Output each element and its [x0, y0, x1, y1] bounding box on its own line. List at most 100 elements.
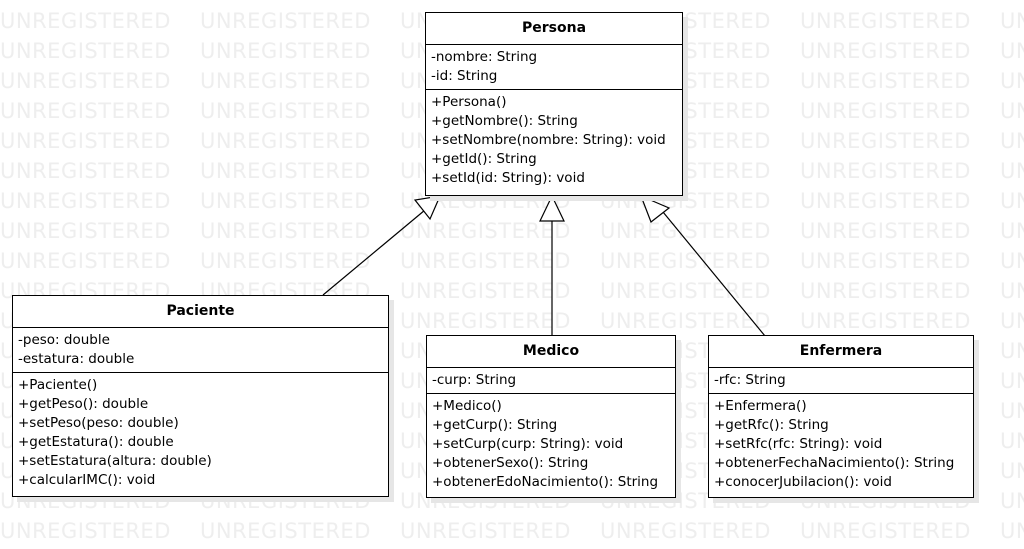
watermark-text: UNREGISTERED: [800, 9, 971, 33]
attributes-compartment: -nombre: String -id: String: [426, 45, 682, 90]
edge-medico-persona: [539, 194, 565, 336]
attribute-line: -nombre: String: [431, 49, 538, 65]
watermark-row: UNREGISTERED UNREGISTERED UNREGISTERED UNRE…: [0, 519, 1024, 543]
class-paciente[interactable]: Paciente -peso: double-estatura: double …: [12, 295, 389, 497]
attributes-compartment: -peso: double -estatura: double: [13, 328, 388, 373]
method-line: +obtenerFechaNacimiento(): String: [714, 455, 955, 471]
watermark-text: UNREGISTERED: [600, 249, 771, 273]
edge-enfermera-persona: [639, 194, 766, 337]
watermark-text: UNREGISTERED: [1000, 219, 1024, 243]
generalization-arrow: [639, 194, 671, 223]
class-name: Medico: [427, 336, 675, 368]
watermark-text: UNREGISTERED: [600, 279, 771, 303]
generalization-arrow: [413, 195, 441, 221]
watermark-text: UNREGISTERED: [800, 69, 971, 93]
methods-compartment: +Paciente() +getPeso(): double +setPeso(pe…: [13, 373, 388, 493]
watermark-text: UNREGISTERED: [200, 129, 371, 153]
watermark-text: UNREGISTERED: [1000, 69, 1024, 93]
watermark-text: UNREGISTERED: [1000, 309, 1024, 333]
watermark-text: UNREGISTERED: [0, 39, 171, 63]
watermark-text: UNREGISTERED: [400, 219, 571, 243]
watermark-text: UNREGISTERED: [400, 249, 571, 273]
class-enfermera[interactable]: Enfermera -rfc: String +Enfermera() +getR…: [708, 335, 974, 498]
attribute-line: -estatura: double: [18, 351, 135, 367]
watermark-text: UNREGISTERED: [800, 279, 971, 303]
watermark-text: UNREGISTERED: [600, 519, 771, 543]
watermark-row: UNREGISTERED UNREGISTERED UNREGISTERED UNRE…: [0, 249, 1024, 273]
attributes-compartment: -rfc: String: [709, 368, 973, 394]
watermark-text: UNREGISTERED: [600, 309, 771, 333]
watermark-text: UNREGISTERED: [1000, 429, 1024, 453]
watermark-row: UNREGISTERED UNREGISTERED UNREGISTERED UNRE…: [0, 279, 1024, 303]
attribute-line: -curp: String: [432, 372, 517, 388]
method-line: +getRfc(): String: [714, 417, 829, 433]
method-line: +Medico(): [432, 398, 502, 414]
watermark-text: UNREGISTERED: [1000, 39, 1024, 63]
watermark-text: UNREGISTERED: [1000, 9, 1024, 33]
method-line: +getCurp(): String: [432, 417, 558, 433]
class-name: Enfermera: [709, 336, 973, 368]
method-line: +getPeso(): double: [18, 396, 149, 412]
watermark-text: UNREGISTERED: [1000, 279, 1024, 303]
watermark-text: UNREGISTERED: [0, 249, 171, 273]
watermark-text: UNREGISTERED: [1000, 99, 1024, 123]
methods-compartment: +Persona()+getNombre(): String+setNombre…: [426, 90, 682, 191]
attribute-line: -rfc: String: [714, 372, 786, 388]
watermark-text: UNREGISTERED: [200, 9, 371, 33]
watermark-text: UNREGISTERED: [1000, 369, 1024, 393]
watermark-text: UNREGISTERED: [0, 9, 171, 33]
method-line: +calcularIMC(): void: [18, 472, 156, 488]
method-line: +Persona(): [431, 94, 507, 110]
method-line: +setPeso(peso: double): [18, 415, 179, 431]
watermark-text: UNREGISTERED: [400, 309, 571, 333]
method-line: +getNombre(): String: [431, 113, 578, 129]
watermark-text: UNREGISTERED: [0, 159, 171, 183]
watermark-text: UNREGISTERED: [800, 99, 971, 123]
watermark-text: UNREGISTERED: [200, 39, 371, 63]
watermark-text: UNREGISTERED: [1000, 489, 1024, 513]
method-line: +setEstatura(altura: double): [18, 453, 212, 469]
watermark-text: UNREGISTERED: [0, 129, 171, 153]
method-line: +setCurp(curp: String): void: [432, 436, 624, 452]
watermark-text: UNREGISTERED: [0, 219, 171, 243]
watermark-text: UNREGISTERED: [200, 69, 371, 93]
watermark-text: UNREGISTERED: [200, 519, 371, 543]
watermark-text: UNREGISTERED: [1000, 159, 1024, 183]
watermark-text: UNREGISTERED: [1000, 339, 1024, 363]
method-line: +obtenerEdoNacimiento(): String: [432, 474, 659, 490]
watermark-text: UNREGISTERED: [800, 159, 971, 183]
method-line: +getEstatura(): double: [18, 434, 174, 450]
watermark-text: UNREGISTERED: [200, 99, 371, 123]
watermark-text: UNREGISTERED: [200, 159, 371, 183]
generalization-arrow: [539, 194, 565, 222]
method-line: +Paciente(): [18, 377, 98, 393]
watermark-text: UNREGISTERED: [1000, 459, 1024, 483]
watermark-text: UNREGISTERED: [400, 519, 571, 543]
watermark-text: UNREGISTERED: [800, 219, 971, 243]
watermark-text: UNREGISTERED: [1000, 129, 1024, 153]
method-line: +getId(): String: [431, 151, 537, 167]
watermark-text: UNREGISTERED: [800, 249, 971, 273]
watermark-text: UNREGISTERED: [0, 69, 171, 93]
method-line: +conocerJubilacion(): void: [714, 474, 892, 490]
attributes-compartment: -curp: String: [427, 368, 675, 394]
class-medico[interactable]: Medico -curp: String +Medico() +getCurp()…: [426, 335, 676, 498]
watermark-text: UNREGISTERED: [1000, 249, 1024, 273]
watermark-text: UNREGISTERED: [800, 519, 971, 543]
method-line: +Enfermera(): [714, 398, 807, 414]
watermark-text: UNREGISTERED: [0, 519, 171, 543]
watermark-text: UNREGISTERED: [800, 39, 971, 63]
attribute-line: -id: String: [431, 68, 498, 84]
watermark-text: UNREGISTERED: [200, 219, 371, 243]
method-line: +setId(id: String): void: [431, 170, 585, 186]
attribute-line: -peso: double: [18, 332, 110, 348]
class-name: Paciente: [13, 296, 388, 328]
watermark-text: UNREGISTERED: [1000, 399, 1024, 423]
watermark-text: UNREGISTERED: [1000, 189, 1024, 213]
methods-compartment: +Medico() +getCurp(): String +setCurp(curp…: [427, 394, 675, 495]
watermark-text: UNREGISTERED: [400, 279, 571, 303]
edge-paciente-persona: [322, 195, 441, 296]
class-persona[interactable]: Persona -nombre: String-id: String +Pers…: [425, 12, 683, 196]
